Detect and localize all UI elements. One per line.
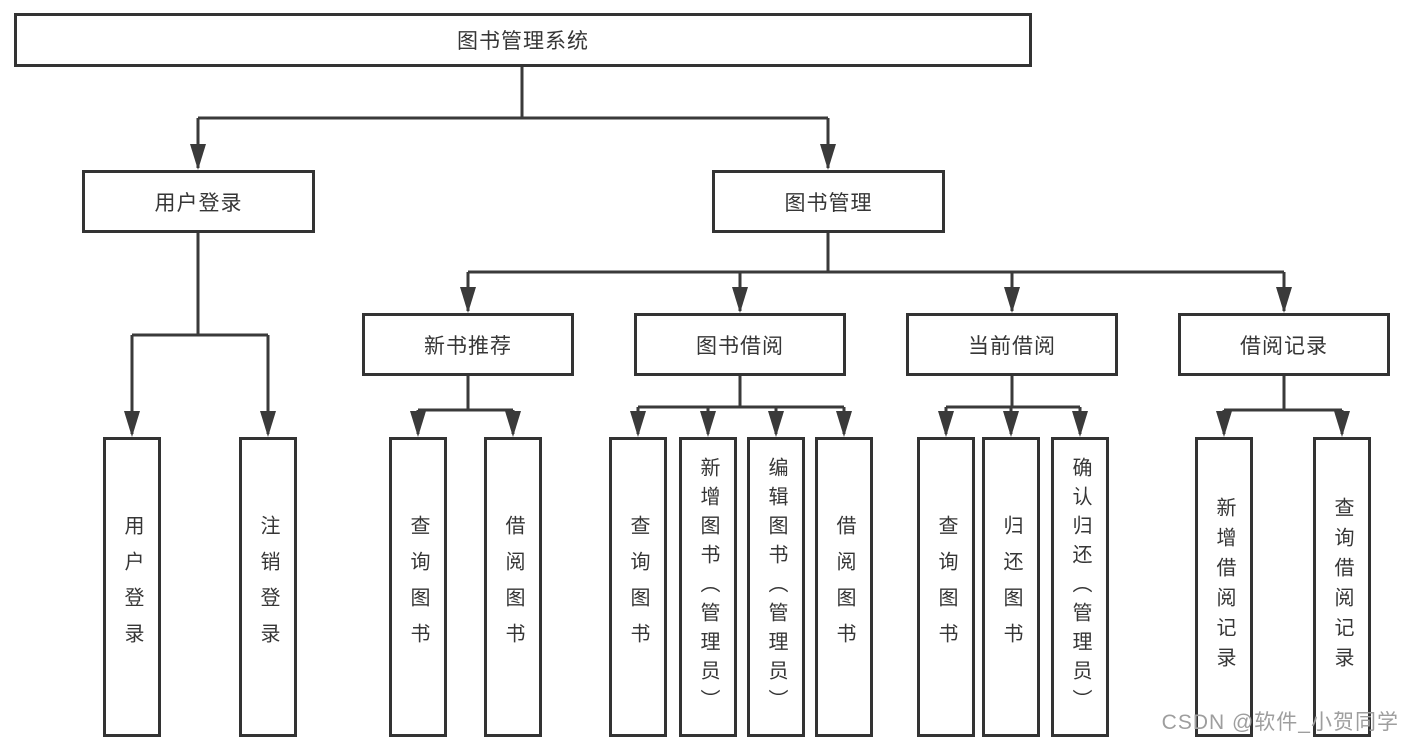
connector-lines xyxy=(130,67,1344,434)
arrow-down-icon xyxy=(630,411,646,437)
connector-new-book-recommend-children xyxy=(416,376,515,434)
arrow-down-icon xyxy=(1334,411,1350,437)
arrow-down-icon xyxy=(1004,287,1020,313)
node-book-borrow: 图书借阅 xyxy=(634,313,846,376)
node-new-book-recommend: 新书推荐 xyxy=(362,313,574,376)
leaf-logout: 注销登录 xyxy=(239,437,297,737)
arrow-down-icon xyxy=(1003,411,1019,437)
leaf-query-books-recommend: 查询图书 xyxy=(389,437,447,737)
leaf-borrow-books-recommend: 借阅图书 xyxy=(484,437,542,737)
arrow-down-icon xyxy=(836,411,852,437)
arrow-down-icon xyxy=(820,144,836,170)
connector-book-borrow-children xyxy=(636,376,846,434)
node-current-borrow: 当前借阅 xyxy=(906,313,1118,376)
arrow-down-icon xyxy=(410,411,426,437)
leaf-edit-books-admin: 编辑图书（管理员） xyxy=(747,437,805,737)
leaf-query-borrow-record: 查询借阅记录 xyxy=(1313,437,1371,737)
arrow-down-icon xyxy=(1216,411,1232,437)
arrow-down-icon xyxy=(732,287,748,313)
arrow-down-icon xyxy=(190,144,206,170)
arrow-down-icon xyxy=(505,411,521,437)
connector-root-to-level2 xyxy=(196,67,830,168)
arrow-down-icon xyxy=(124,411,140,437)
node-book-management: 图书管理 xyxy=(712,170,945,233)
node-user-login: 用户登录 xyxy=(82,170,315,233)
arrow-down-icon xyxy=(700,411,716,437)
connector-user-login-children xyxy=(130,233,270,434)
leaf-return-books: 归还图书 xyxy=(982,437,1040,737)
leaf-borrow-books: 借阅图书 xyxy=(815,437,873,737)
connector-borrow-records-children xyxy=(1222,376,1344,434)
arrow-down-icon xyxy=(460,287,476,313)
connector-book-management-children xyxy=(466,233,1286,311)
arrowheads-down xyxy=(124,144,1350,437)
leaf-query-books-current: 查询图书 xyxy=(917,437,975,737)
csdn-watermark: CSDN @软件_小贺同学 xyxy=(1161,711,1399,734)
leaf-add-borrow-record: 新增借阅记录 xyxy=(1195,437,1253,737)
arrow-down-icon xyxy=(938,411,954,437)
node-library-management-system: 图书管理系统 xyxy=(14,13,1032,67)
leaf-add-books-admin: 新增图书（管理员） xyxy=(679,437,737,737)
arrow-down-icon xyxy=(260,411,276,437)
leaf-query-books-borrow: 查询图书 xyxy=(609,437,667,737)
leaf-confirm-return-admin: 确认归还（管理员） xyxy=(1051,437,1109,737)
arrow-down-icon xyxy=(768,411,784,437)
node-borrow-records: 借阅记录 xyxy=(1178,313,1390,376)
leaf-user-login: 用户登录 xyxy=(103,437,161,737)
arrow-down-icon xyxy=(1072,411,1088,437)
arrow-down-icon xyxy=(1276,287,1292,313)
